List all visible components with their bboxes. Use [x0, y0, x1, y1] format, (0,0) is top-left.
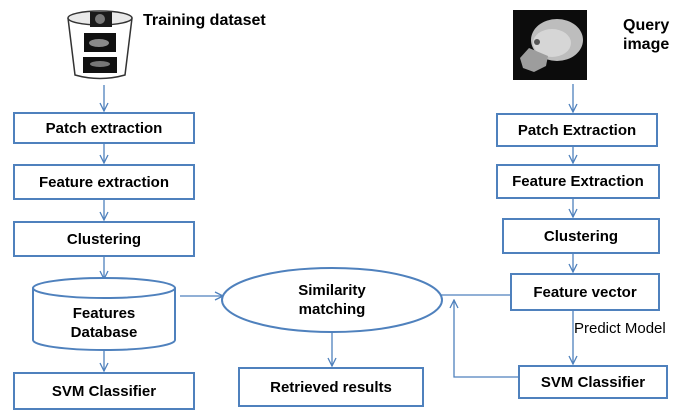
svm-classifier-query-box: SVM Classifier	[518, 365, 668, 399]
retrieved-results-label: Retrieved results	[270, 378, 392, 396]
matching-label-line2: matching	[298, 301, 366, 318]
svm-classifier-query-label: SVM Classifier	[540, 373, 646, 391]
features-database-shape	[32, 277, 176, 351]
feature-extraction-label: Feature extraction	[38, 173, 170, 191]
query-caption-line1: Query	[623, 17, 670, 34]
clustering-query-box: Clustering	[502, 218, 660, 254]
query-caption-line2: image	[623, 36, 670, 53]
query-image-caption: Query image	[623, 16, 669, 54]
svm-classifier-training-box: SVM Classifier	[13, 372, 195, 410]
feature-extraction-box: Feature extraction	[13, 164, 195, 200]
predict-model-label: Predict Model	[574, 320, 666, 337]
similarity-matching-ellipse	[221, 267, 443, 333]
database-label-line1: Features	[72, 305, 136, 322]
patch-extraction-query-label: Patch Extraction	[517, 121, 637, 139]
matching-label-line1: Similarity	[298, 282, 366, 299]
query-xray-image	[513, 10, 587, 80]
arrow-classifier-to-matching	[454, 300, 518, 378]
features-database-label: Features Database	[33, 304, 175, 342]
feature-extraction-query-label: Feature Extraction	[512, 173, 644, 190]
clustering-label: Clustering	[66, 230, 142, 248]
training-dataset-caption: Training dataset	[143, 12, 266, 29]
patch-extraction-label: Patch extraction	[45, 119, 163, 137]
patch-extraction-query-box: Patch Extraction	[496, 113, 658, 147]
clustering-query-label: Clustering	[543, 227, 619, 245]
clustering-box: Clustering	[13, 221, 195, 257]
feature-vector-box: Feature vector	[510, 273, 660, 311]
retrieved-results-box: Retrieved results	[238, 367, 424, 407]
feature-extraction-query-box: Feature Extraction	[496, 164, 660, 199]
database-label-line2: Database	[70, 324, 138, 341]
similarity-matching-label: Similarity matching	[262, 281, 402, 319]
patch-extraction-box: Patch extraction	[13, 112, 195, 144]
feature-vector-label: Feature vector	[533, 283, 637, 301]
svm-classifier-training-label: SVM Classifier	[51, 382, 157, 400]
training-dataset-icon	[67, 10, 133, 80]
